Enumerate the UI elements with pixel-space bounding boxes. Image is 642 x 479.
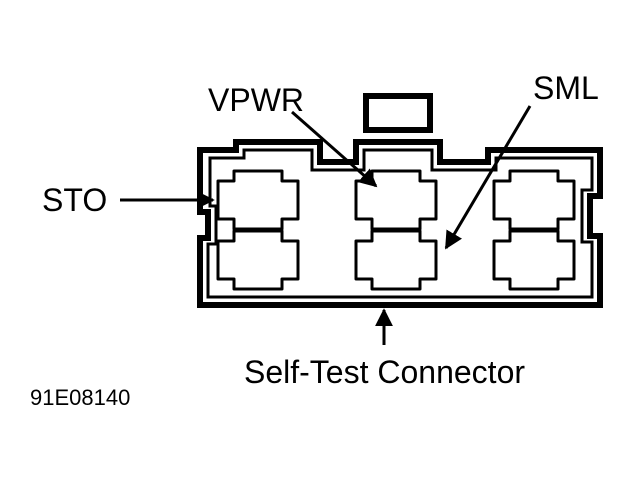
- terminal-cavity-r2-c3: [492, 229, 576, 291]
- sml-arrow: [444, 105, 532, 250]
- connector-latch: [363, 93, 433, 133]
- connector-title: Self-Test Connector: [244, 354, 526, 390]
- connector-inner-outline: [206, 148, 594, 299]
- terminal-cavity-r2-c2: [354, 229, 438, 291]
- figure-id: 91E08140: [30, 385, 131, 410]
- sto-label: STO: [42, 182, 108, 218]
- sml-label: SML: [533, 70, 599, 106]
- terminal-cavity-r2-c1: [216, 229, 300, 291]
- vpwr-arrow: [291, 110, 378, 188]
- terminal-cavity-r1-c3: [492, 169, 576, 231]
- vpwr-label: VPWR: [208, 82, 304, 118]
- terminal-cavity-r1-c1: [216, 169, 300, 231]
- terminal-cavities: [216, 169, 576, 291]
